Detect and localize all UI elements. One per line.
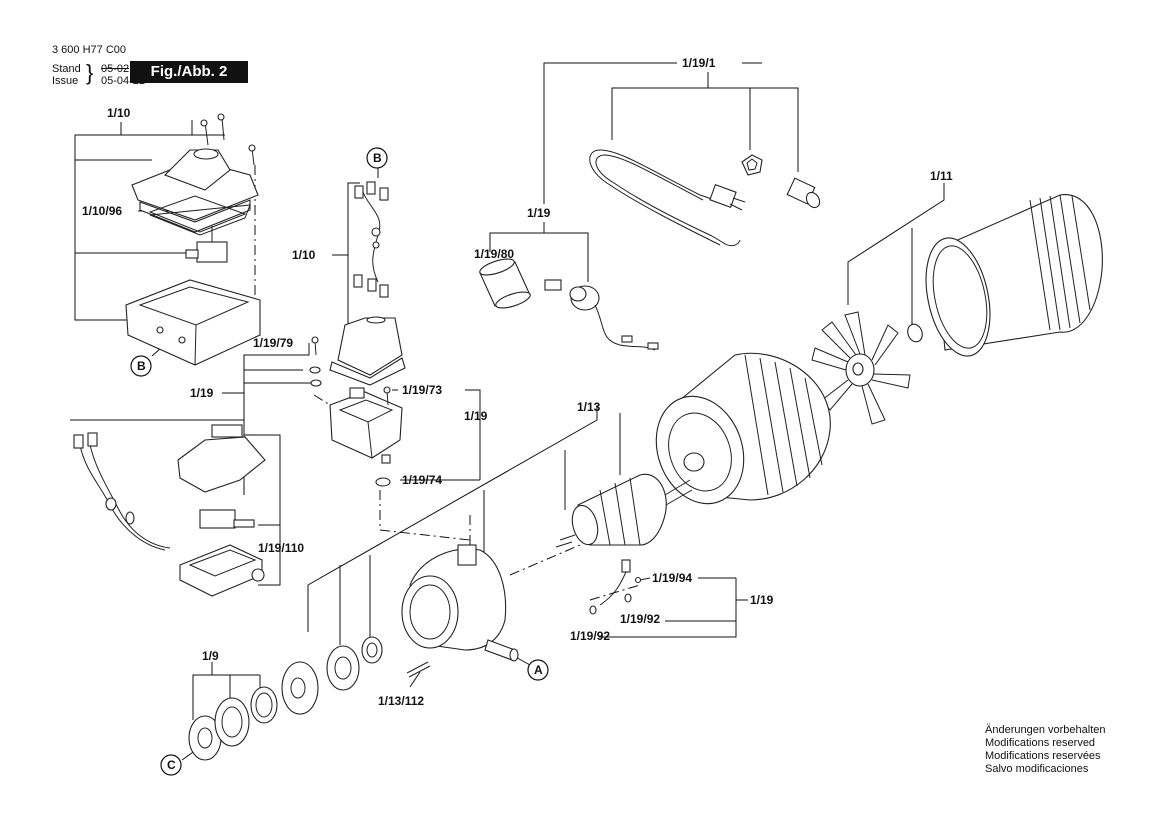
callout-1-19-1: 1/19/1 — [682, 56, 716, 70]
washer-icon — [309, 366, 321, 374]
disclaimer-fr: Modifications reservées — [985, 750, 1101, 762]
callout-1-10-mid: 1/10 — [292, 248, 316, 262]
leader-lines — [70, 62, 945, 761]
seal-spring-ring — [214, 697, 250, 747]
svg-text:C: C — [167, 758, 176, 772]
brace-icon: } — [86, 60, 94, 85]
stand-label: Stand — [52, 63, 81, 75]
callout-1-19-79: 1/19/79 — [253, 336, 293, 350]
disclaimer-en: Modifications reserved — [985, 737, 1096, 749]
screw-icon — [200, 119, 209, 146]
issue-label: Issue — [52, 75, 79, 87]
reference-letter-c: C — [160, 754, 182, 776]
figure-label: Fig./Abb. 2 — [130, 61, 248, 83]
switch-block — [199, 509, 255, 529]
callout-1-19-110: 1/19/110 — [258, 541, 304, 555]
screw-icon — [248, 144, 256, 166]
washer-icon — [907, 323, 923, 343]
callout-1-13: 1/13 — [577, 400, 601, 414]
svg-text:B: B — [137, 359, 146, 373]
seal-washer — [188, 715, 222, 761]
rotor — [555, 473, 693, 548]
disclaimer-es: Salvo modificaciones — [985, 763, 1089, 775]
callout-1-19-74: 1/19/74 — [402, 473, 442, 487]
stator — [655, 352, 831, 505]
screw-icon — [311, 336, 319, 356]
cable-grommet — [741, 154, 763, 176]
washer-icon — [310, 379, 322, 387]
motor-housing-sleeve — [925, 194, 1103, 357]
switch-box-base — [179, 544, 265, 597]
washer-icon — [589, 605, 597, 615]
callout-1-19-94: 1/19/94 — [652, 571, 692, 585]
callout-1-11: 1/11 — [930, 169, 953, 183]
switch-cover — [177, 424, 266, 493]
screw-icon — [634, 576, 651, 584]
terminal-box-base — [125, 279, 261, 366]
callout-1-19-top: 1/19 — [527, 206, 551, 220]
svg-text:B: B — [373, 151, 382, 165]
disclaimer-de: Änderungen vorbehalten — [985, 724, 1106, 736]
callout-1-19-92-b: 1/19/92 — [570, 629, 610, 643]
switch-wiring — [73, 432, 171, 551]
callout-1-13-112: 1/13/112 — [378, 694, 424, 708]
capacitor-cover — [329, 316, 406, 386]
capacitor — [479, 258, 531, 309]
disclaimer: Änderungen vorbehalten Modifications res… — [985, 724, 1105, 776]
screw-icon — [217, 113, 225, 141]
callout-1-19-left: 1/19 — [190, 386, 214, 400]
bearing-small — [361, 636, 383, 664]
reference-letter-a: A — [527, 659, 549, 681]
washer-icon — [375, 477, 391, 487]
bearing-large — [326, 645, 360, 691]
end-shield — [401, 544, 519, 662]
terminal-box-lid — [131, 148, 259, 236]
callout-1-19-right: 1/19 — [750, 593, 774, 607]
callout-labels: 1/10 1/10/96 1/10 1/19/1 1/19 1/19/80 1/… — [82, 56, 953, 708]
power-cord — [589, 149, 746, 247]
screw-icon — [383, 386, 391, 406]
cable-gland — [786, 177, 821, 209]
part-number: 3 600 H77 C00 — [52, 44, 126, 56]
seal-ring — [250, 686, 278, 724]
gasket — [148, 195, 247, 233]
seal-ring — [281, 661, 319, 715]
reference-letter-b-top: B — [366, 147, 388, 169]
cooling-fan — [811, 311, 911, 425]
pressure-switch — [544, 279, 659, 351]
reference-letter-b-left: B — [130, 355, 152, 377]
switch-component — [185, 226, 228, 263]
callout-1-19-80: 1/19/80 — [474, 247, 514, 261]
callout-1-10-top: 1/10 — [107, 106, 131, 120]
washer-icon — [624, 593, 632, 603]
svg-text:A: A — [534, 663, 543, 677]
old-date: 05-02 — [101, 63, 130, 75]
callout-1-19-73: 1/19/73 — [402, 383, 442, 397]
connector-icon — [599, 559, 631, 606]
callout-1-19-mid: 1/19 — [464, 409, 488, 423]
callout-1-10-96: 1/10/96 — [82, 204, 122, 218]
callout-1-9: 1/9 — [202, 649, 219, 663]
callout-1-19-92-a: 1/19/92 — [620, 612, 660, 626]
capacitor-housing — [329, 387, 403, 464]
wire-harness — [353, 181, 389, 298]
screw-icon — [406, 661, 431, 678]
